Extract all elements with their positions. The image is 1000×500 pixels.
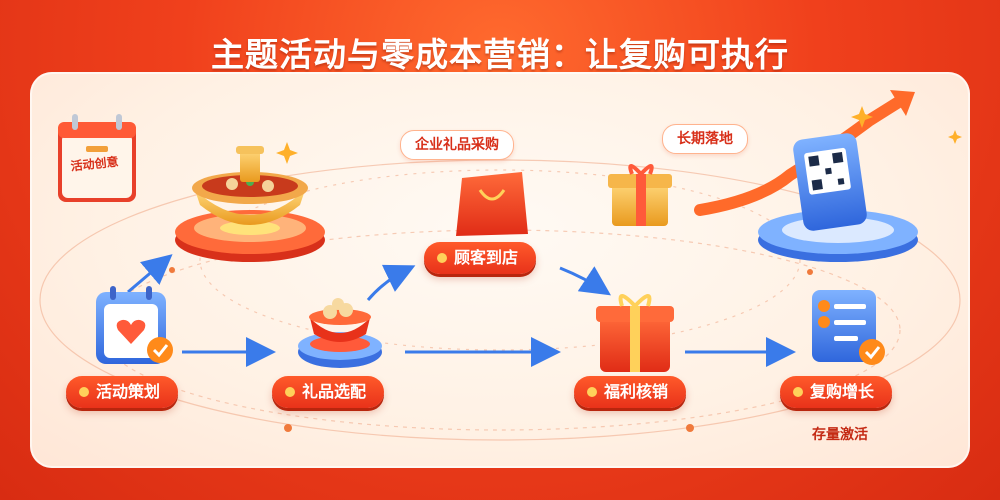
- calendar-label: 活动创意: [70, 154, 119, 174]
- step-gift-button[interactable]: 礼品选配: [272, 376, 385, 408]
- large-gift-box-icon: [596, 294, 674, 372]
- tag-corporate-gifts: 企业礼品采购: [400, 130, 514, 160]
- step-gift-label: 礼品选配: [302, 382, 367, 401]
- arrow-plan-to-hotpot: [127, 254, 173, 294]
- gift-box-icon: [608, 164, 672, 226]
- hotpot-icon: [175, 146, 325, 262]
- step-plan-label: 活动策划: [96, 382, 161, 401]
- step-repurchase-label: 复购增长: [810, 382, 875, 401]
- step-visit-button[interactable]: 顾客到店: [424, 242, 537, 274]
- arrow-gift-to-visit: [366, 264, 416, 301]
- checklist-icon: [812, 290, 885, 365]
- step-dot: [437, 253, 447, 263]
- step-plan-button[interactable]: 活动策划: [66, 376, 179, 408]
- step-dot: [79, 387, 89, 397]
- step-dot: [793, 387, 803, 397]
- orbit-dots: [169, 267, 813, 432]
- tag-long-term: 长期落地: [662, 124, 748, 154]
- arrow-visit-to-redeem: [559, 266, 611, 296]
- step-redeem-button[interactable]: 福利核销: [574, 376, 687, 408]
- step-dot: [587, 387, 597, 397]
- page-title: 主题活动与零成本营销：让复购可执行: [211, 35, 789, 74]
- step-dot: [285, 387, 295, 397]
- stock-activation-label: 存量激活: [812, 427, 868, 443]
- phone-qr-growth-icon: [694, 90, 918, 262]
- shopping-bag-icon: [456, 172, 528, 236]
- step-visit-label: 顾客到店: [454, 248, 519, 267]
- step-repurchase-button[interactable]: 复购增长: [780, 376, 893, 408]
- sparkle-icons: [276, 106, 962, 164]
- calendar-icon: [58, 114, 136, 202]
- plan-clipboard-icon: [96, 286, 173, 364]
- step-redeem-label: 福利核销: [604, 382, 669, 401]
- gift-bowl-icon: [298, 298, 382, 368]
- flow-arrows: [127, 254, 796, 367]
